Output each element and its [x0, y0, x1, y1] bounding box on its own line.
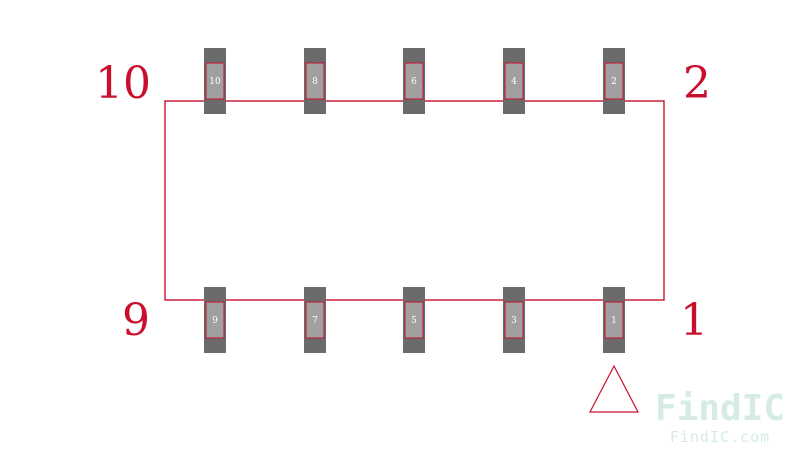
pad-face: [604, 301, 624, 339]
watermark-logo: FindIC: [655, 388, 785, 429]
corner-label-bottom-right: 1: [680, 295, 708, 346]
corner-label-top-right: 2: [683, 58, 711, 109]
pad-4: 4: [503, 48, 525, 114]
package-outline: [164, 100, 665, 301]
pad-number-label: 7: [312, 316, 318, 326]
pad-face: [504, 62, 524, 100]
pad-number-label: 8: [312, 77, 318, 87]
pad-number-label: 2: [611, 77, 617, 87]
pad-face: [604, 62, 624, 100]
pad-5: 5: [403, 287, 425, 353]
pad-number-label: 10: [209, 77, 221, 87]
watermark-site: FindIC.com: [670, 428, 770, 446]
pad-7: 7: [304, 287, 326, 353]
pad-face: [305, 301, 325, 339]
pad-number-label: 5: [411, 316, 417, 326]
corner-label-top-left: 10: [95, 58, 151, 109]
pad-face: [205, 62, 225, 100]
pad-10: 10: [204, 48, 226, 114]
bottom-pad-row: 9 7 5 3 1: [204, 287, 625, 353]
pad-2: 2: [603, 48, 625, 114]
pad-number-label: 9: [212, 316, 218, 326]
pad-1: 1: [603, 287, 625, 353]
pad-number-label: 4: [511, 77, 517, 87]
pad-face: [305, 62, 325, 100]
pad-6: 6: [403, 48, 425, 114]
pad-face: [404, 62, 424, 100]
pin1-marker-icon: [589, 364, 639, 413]
pad-face: [404, 301, 424, 339]
pad-8: 8: [304, 48, 326, 114]
pad-face: [205, 301, 225, 339]
pad-number-label: 6: [411, 77, 417, 87]
pad-number-label: 3: [511, 316, 517, 326]
pad-number-label: 1: [611, 316, 617, 326]
top-pad-row: 10 8 6 4 2: [204, 48, 625, 114]
corner-label-bottom-left: 9: [122, 295, 150, 346]
pad-face: [504, 301, 524, 339]
pad-3: 3: [503, 287, 525, 353]
pad-9: 9: [204, 287, 226, 353]
